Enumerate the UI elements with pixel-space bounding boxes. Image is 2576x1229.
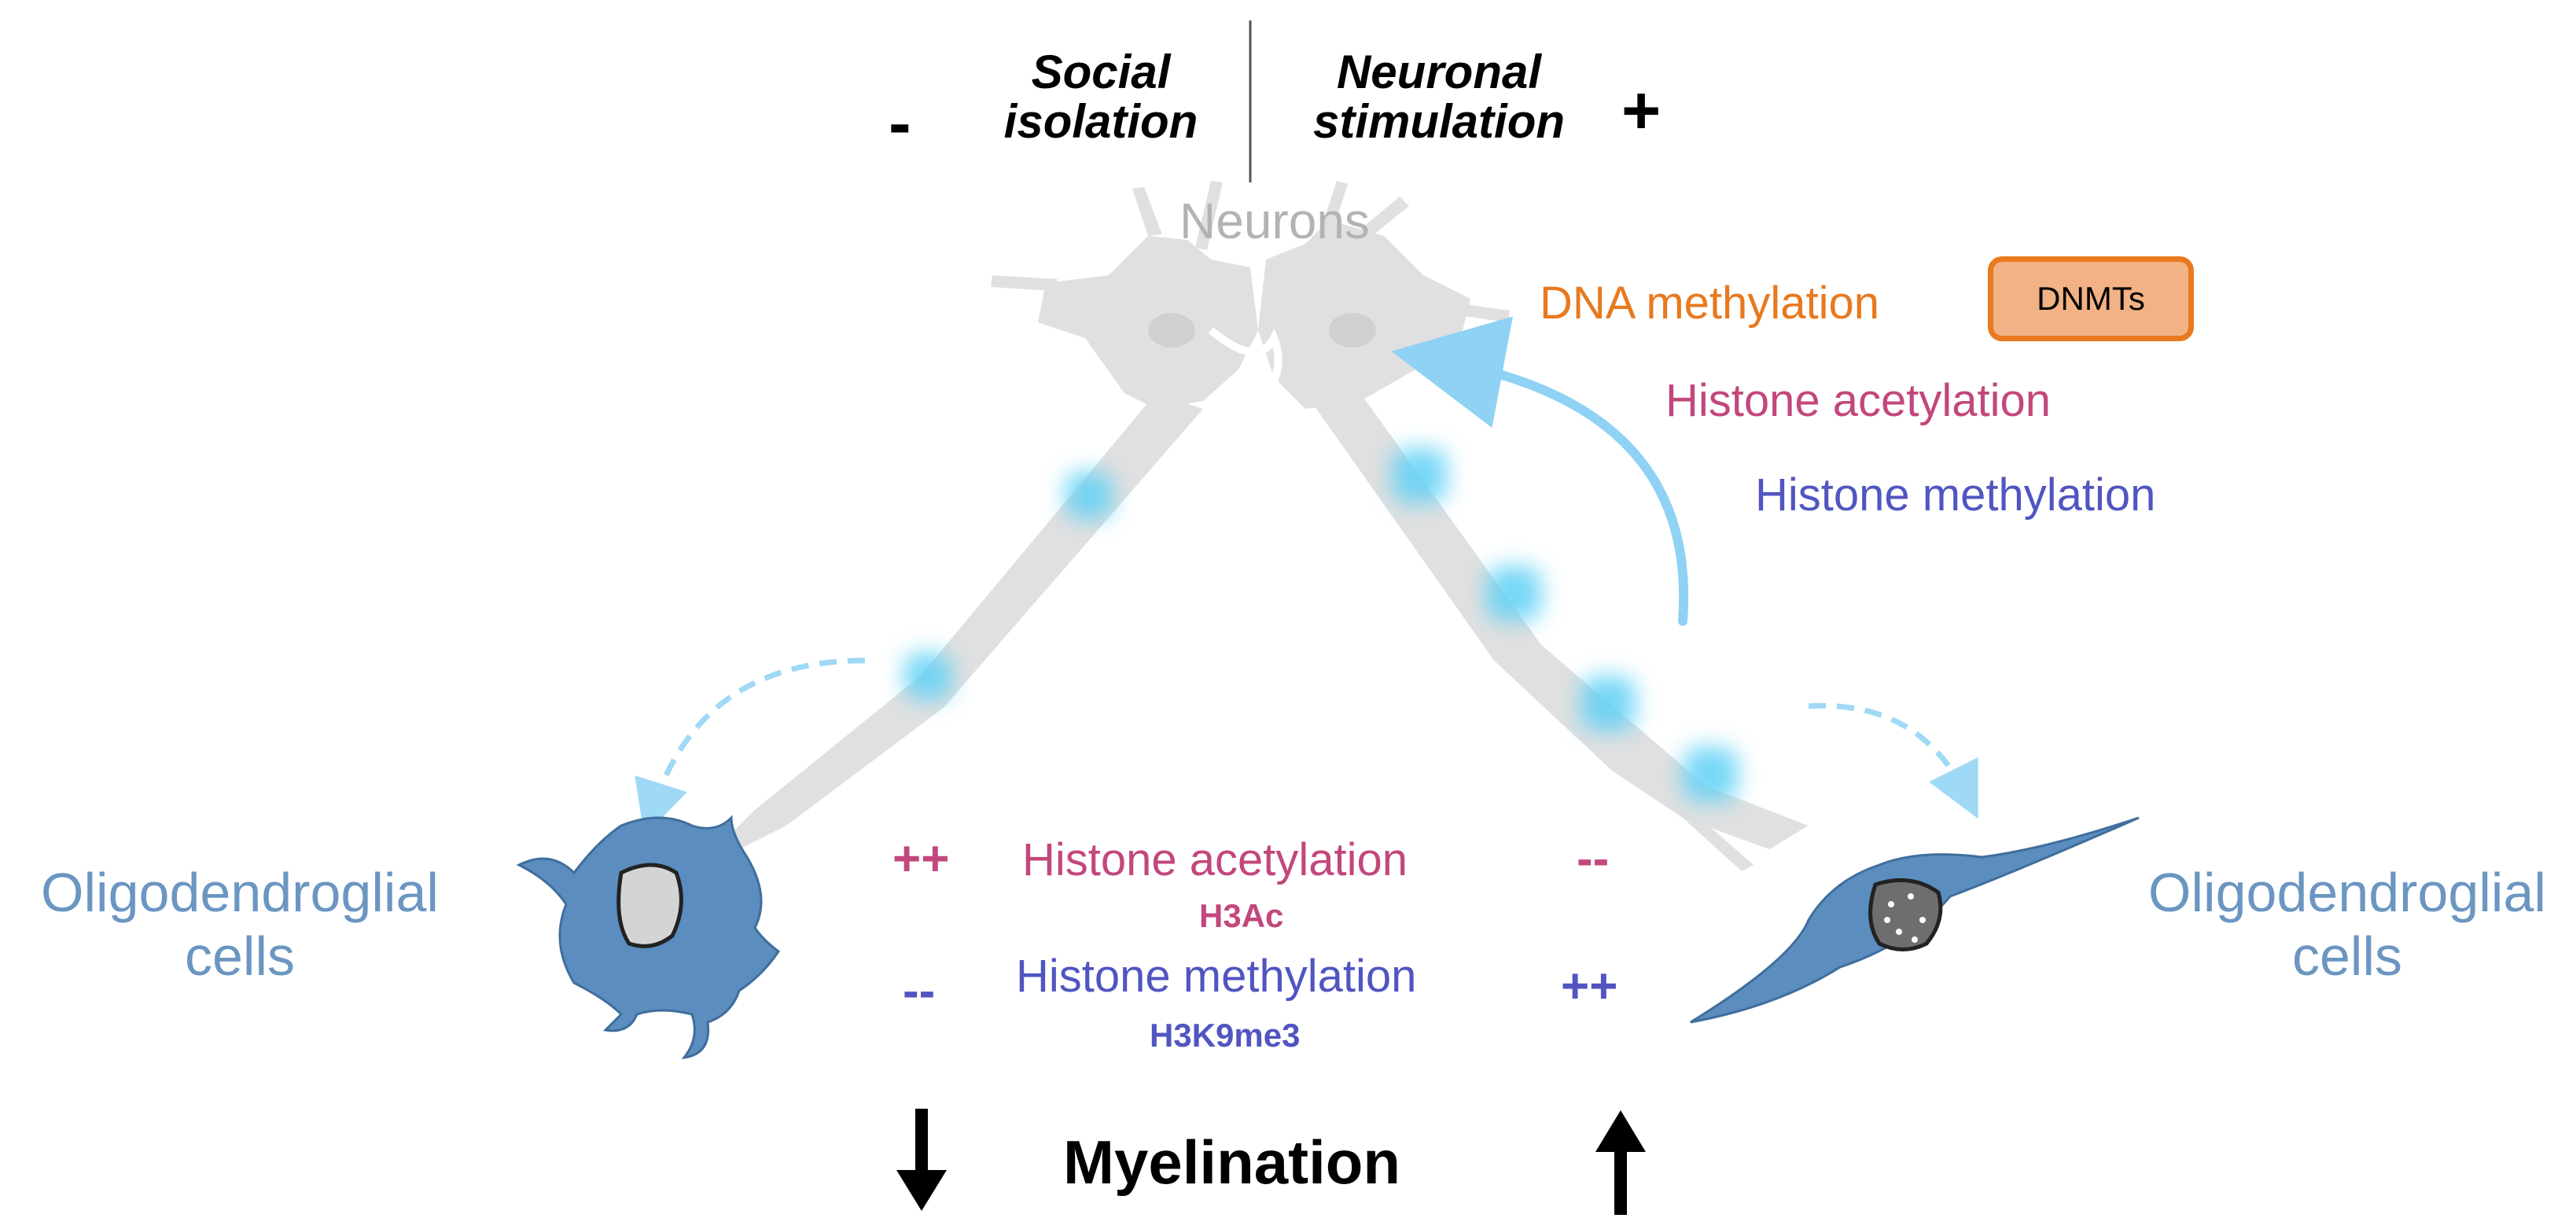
minus-sign: - [889,86,911,161]
histone-methylation-label-top: Histone methylation [1755,469,2156,521]
right-axon-terminal [1683,810,1754,871]
social-isolation-line-2: isolation [1003,95,1198,148]
right-oligodendroglial-cell [1690,816,2140,1024]
social-isolation-label: Social isolation [975,47,1227,146]
histone-acetylation-label: Histone acetylation [1022,834,1408,885]
histone-methylation-label: Histone methylation [1016,951,1417,1002]
down-arrow-icon [896,1109,947,1211]
methylation-right-mark: ++ [1561,959,1618,1014]
methylation-left-mark: -- [903,964,936,1018]
dendrite [1195,181,1223,250]
h3k9me3-label: H3K9me3 [1150,1017,1301,1054]
left-axon-terminal [731,826,786,849]
acetylation-right-mark: -- [1577,832,1610,886]
dna-methylation-label: DNA methylation [1540,278,1879,329]
right-oligodendroglial-label: Oligodendroglial cells [2123,861,2571,988]
h3ac-label: H3Ac [1199,897,1284,934]
left-dashed-arrow [635,657,866,837]
left-oligodendroglial-label: Oligodendroglial cells [16,861,464,988]
histone-acetylation-label-top: Histone acetylation [1665,375,2052,426]
left-neuron-soma [1038,236,1258,409]
dendrite [1132,187,1162,236]
left-axon [731,393,1203,833]
right-axon [1305,393,1809,849]
neuronal-stimulation-label: Neuronal stimulation [1282,47,1596,146]
up-arrow-icon [1595,1110,1646,1215]
axon-glow-nodes [904,448,1738,802]
left-oligodendroglial-cell [516,815,781,1060]
dnmts-box: DNMTs [1988,256,2194,341]
feedback-arrow [1391,316,1689,626]
neuronal-stimulation-line-1: Neuronal [1336,46,1542,98]
dendrite [991,275,1058,291]
right-olig-line-1: Oligodendroglial [2148,862,2546,923]
left-olig-line-1: Oligodendroglial [41,862,439,923]
acetylation-left-mark: ++ [892,832,950,886]
right-olig-line-2: cells [2291,925,2403,987]
dnmts-label: DNMTs [2037,280,2145,317]
dendrite [1352,197,1409,245]
left-olig-line-2: cells [184,925,296,987]
myelination-label: Myelination [1063,1128,1401,1197]
dendrite [1321,181,1348,233]
neuronal-stimulation-line-2: stimulation [1312,95,1565,148]
social-isolation-line-1: Social [1031,46,1171,98]
plus-sign: + [1621,73,1662,149]
right-dashed-arrow [1808,703,1978,819]
neurons-label: Neurons [1179,193,1370,249]
